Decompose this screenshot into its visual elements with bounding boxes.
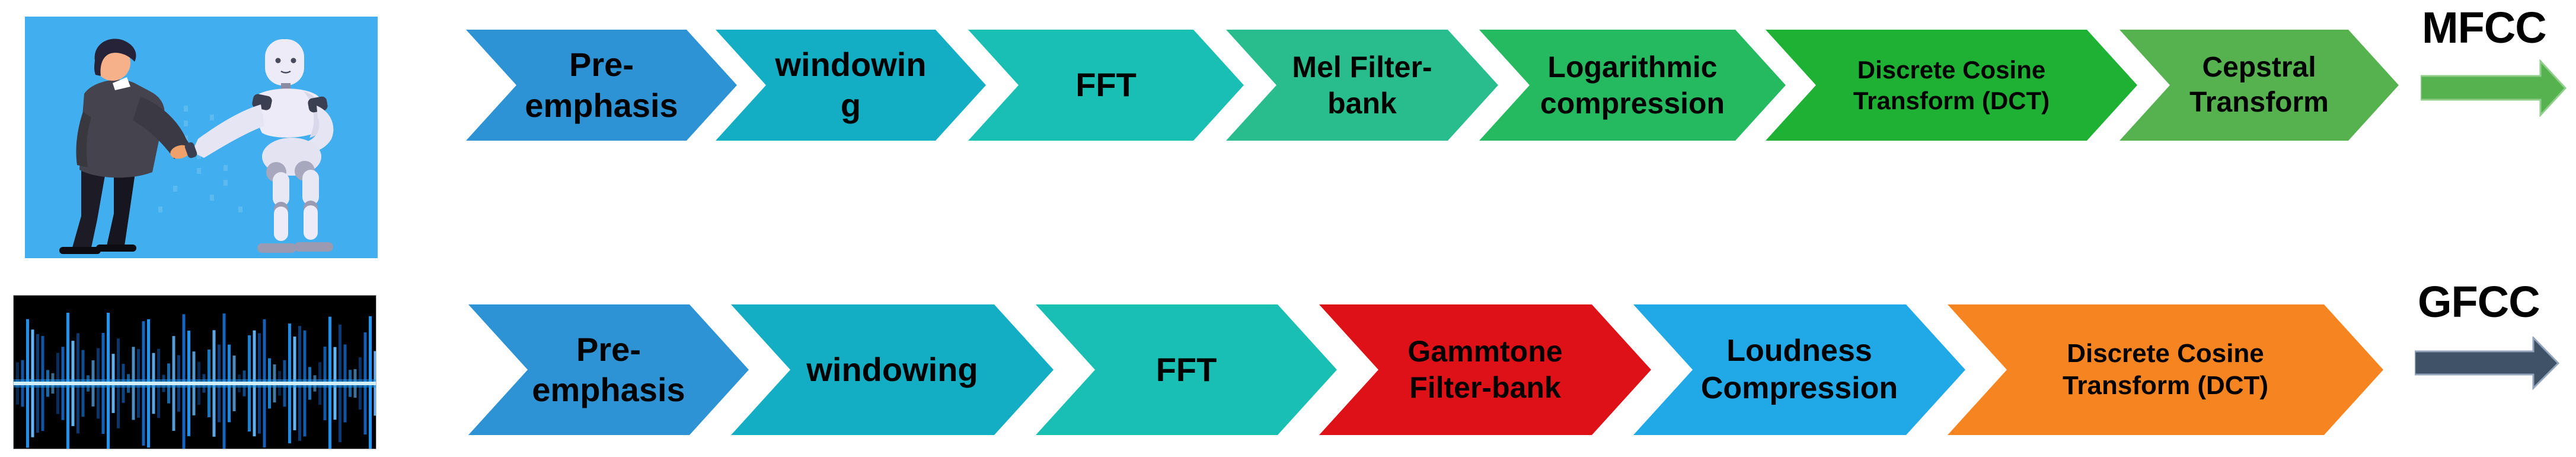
gfcc-step-chevron: Pre- emphasis	[468, 304, 749, 435]
mfcc-step-chevron: windowin g	[716, 30, 986, 141]
mfcc-step-chevron: FFT	[968, 30, 1244, 141]
gfcc-step-chevron: Discrete Cosine Transform (DCT)	[1948, 304, 2383, 435]
mfcc-step-chevron: Mel Filter- bank	[1226, 30, 1498, 141]
mfcc-step-label: Logarithmic compression	[1540, 50, 1725, 120]
gfcc-output-arrow	[2415, 337, 2560, 390]
mfcc-output-arrow	[2421, 59, 2567, 117]
gfcc-step-label: Pre- emphasis	[532, 330, 685, 408]
handshake-illustration-svg	[25, 17, 378, 258]
mfcc-step-chevron: Cepstral Transform	[2119, 30, 2399, 141]
gfcc-step-label: Discrete Cosine Transform (DCT)	[2062, 339, 2269, 400]
gfcc-step-chevron: Gammtone Filter-bank	[1319, 304, 1651, 435]
gfcc-step-label: Loudness Compression	[1700, 333, 1898, 405]
businessman-figure	[59, 39, 192, 254]
mfcc-step-label: Pre- emphasis	[525, 46, 678, 124]
mfcc-step-chevron: Pre- emphasis	[466, 30, 737, 141]
mfcc-step-label: FFT	[1075, 66, 1137, 104]
mfcc-step-label: Cepstral Transform	[2189, 51, 2329, 118]
gfcc-step-label: FFT	[1155, 350, 1217, 388]
waveform-svg	[14, 296, 376, 449]
mfcc-step-label: windowin g	[775, 46, 927, 124]
mfcc-step-label: Discrete Cosine Transform (DCT)	[1853, 56, 2050, 115]
audio-waveform-image	[13, 295, 376, 449]
mfcc-step-chevron: Logarithmic compression	[1479, 30, 1786, 141]
gfcc-step-chevron: windowing	[731, 304, 1054, 435]
gfcc-output-label: GFCC	[2418, 277, 2540, 326]
mfcc-step-label: Mel Filter- bank	[1292, 50, 1432, 120]
robot-figure	[184, 39, 334, 253]
gfcc-step-chevron: Loudness Compression	[1633, 304, 1965, 435]
mfcc-output-label: MFCC	[2422, 3, 2547, 52]
gfcc-step-label: Gammtone Filter-bank	[1407, 335, 1563, 404]
human-robot-handshake-image	[25, 17, 378, 258]
gfcc-step-label: windowing	[806, 350, 978, 388]
mfcc-step-chevron: Discrete Cosine Transform (DCT)	[1766, 30, 2137, 141]
gfcc-step-chevron: FFT	[1036, 304, 1337, 435]
